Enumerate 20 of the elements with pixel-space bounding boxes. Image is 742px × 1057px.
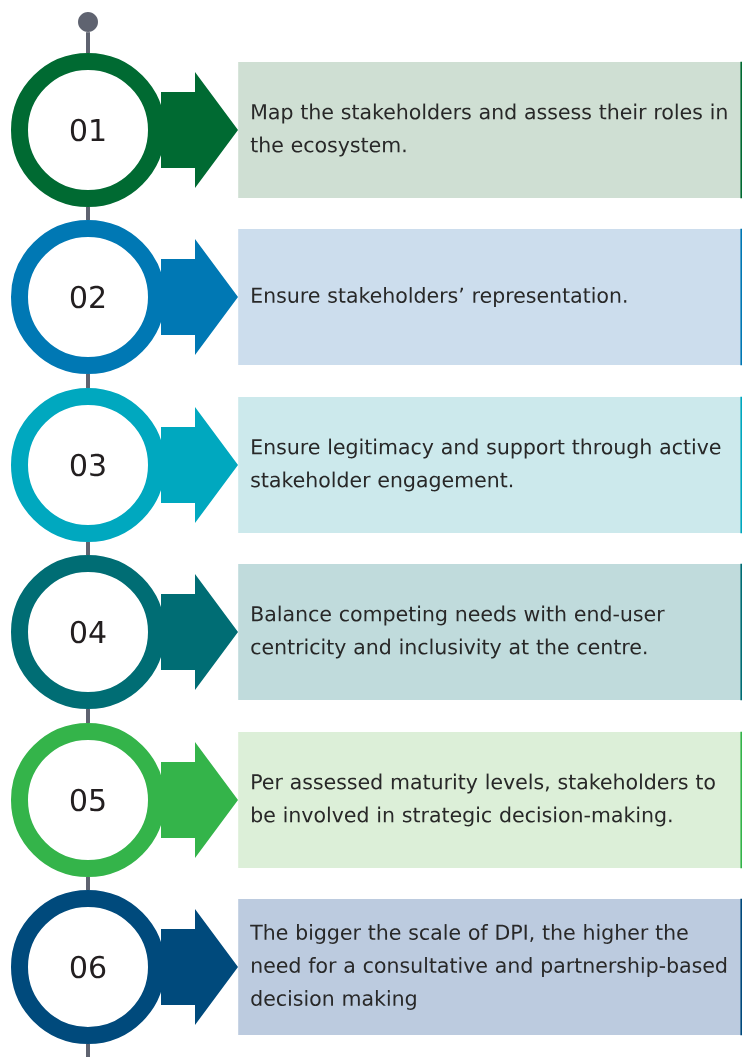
chevron-arrow — [161, 909, 238, 1025]
timeline-line — [86, 1044, 90, 1057]
timeline-line — [86, 207, 90, 220]
text-box: The bigger the scale of DPI, the higher the need for a consultative and partnership-based decision making — [238, 897, 742, 1037]
text-box: Map the stakeholders and assess their roles in the ecosystem. — [238, 60, 742, 200]
text-box: Balance competing needs with end-user centricity and inclusivity at the centre. — [238, 562, 742, 702]
chevron-arrow — [161, 72, 238, 188]
text-box: Per assessed maturity levels, stakeholders to be involved in strategic decision-making. — [238, 730, 742, 870]
chevron-arrow — [161, 407, 238, 523]
timeline-line — [86, 32, 90, 53]
text-box: Ensure stakeholders’ representation. — [238, 227, 742, 367]
timeline-line — [86, 877, 90, 890]
chevron-arrow — [161, 574, 238, 690]
timeline-line — [86, 542, 90, 555]
timeline-dot — [78, 12, 98, 32]
timeline-line — [86, 374, 90, 388]
timeline-line — [86, 709, 90, 723]
text-box: Ensure legitimacy and support through active stakeholder engagement. — [238, 395, 742, 535]
chevron-arrow — [161, 742, 238, 858]
chevron-arrow — [161, 239, 238, 355]
